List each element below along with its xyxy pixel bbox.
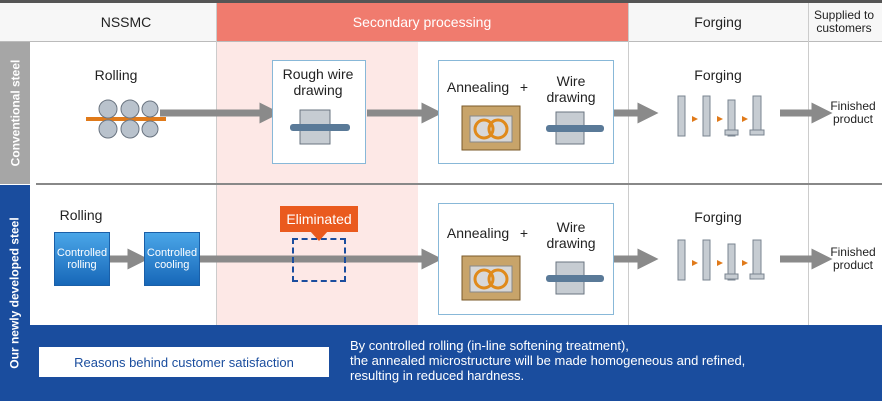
wire-die-icon: [546, 261, 604, 295]
forging-steps-icon: [677, 239, 765, 281]
conventional-label-bar: [0, 42, 30, 184]
eliminated-badge: Eliminated: [280, 206, 358, 232]
new-forging-label: Forging: [694, 209, 742, 225]
new-wire-drawing-label: Wire drawing: [546, 219, 596, 251]
header-nssmc: NSSMC: [100, 14, 152, 30]
header-secondary-processing: Secondary processing: [216, 3, 628, 41]
header-forging: Forging: [694, 14, 742, 30]
conv-annealing-label: Annealing: [446, 79, 510, 95]
footer-text-line2: the annealed microstructure will be made…: [350, 353, 746, 368]
conv-plus-label: +: [519, 79, 529, 95]
new-finished-product-label: Finished product: [830, 245, 876, 272]
conv-forging-label: Forging: [694, 67, 742, 83]
new-annealing-label: Annealing: [446, 225, 510, 241]
furnace-icon: [461, 255, 521, 301]
rolling-mill-icon: [86, 99, 166, 139]
eliminated-dashed-box: [292, 238, 346, 282]
eliminated-pointer: [310, 231, 328, 241]
conv-rolling-label: Rolling: [94, 67, 138, 83]
reasons-label: Reasons behind customer satisfaction: [38, 346, 330, 378]
new-rolling-label: Rolling: [59, 207, 103, 223]
header-supplied: Supplied to customers: [813, 8, 875, 35]
controlled-cooling-box: Controlled cooling: [144, 232, 200, 286]
new-plus-label: +: [519, 225, 529, 241]
forging-steps-icon: [677, 95, 765, 137]
separator: [628, 3, 629, 325]
conv-finished-product-label: Finished product: [830, 99, 876, 126]
footer-text-line1: By controlled rolling (in-line softening…: [350, 338, 629, 353]
row-separator: [36, 183, 882, 185]
footer-text-line3: resulting in reduced hardness.: [350, 368, 525, 383]
wire-die-icon: [290, 109, 350, 145]
separator: [216, 3, 217, 325]
rough-wire-drawing-label: Rough wire drawing: [282, 66, 354, 98]
wire-die-icon: [546, 111, 604, 145]
controlled-rolling-box: Controlled rolling: [54, 232, 110, 286]
conv-wire-drawing-label: Wire drawing: [546, 73, 596, 105]
new-label-bar: [0, 185, 30, 401]
separator: [808, 3, 809, 325]
furnace-icon: [461, 105, 521, 151]
footer-text: By controlled rolling (in-line softening…: [350, 338, 870, 383]
